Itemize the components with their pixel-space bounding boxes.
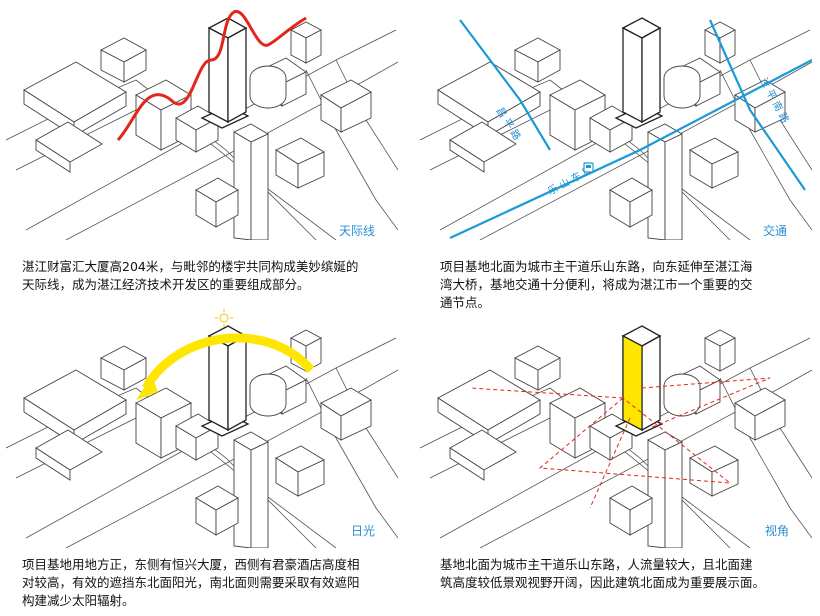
skyline-caption: 湛江财富汇大厦高204米，与毗邻的楼宇共同构成美妙缤娫的 天际线，成为湛江经济技… [22, 259, 359, 292]
sunlight-panel: 日光 [6, 308, 398, 548]
sun-path-arrow [136, 376, 158, 400]
view-diagram [420, 325, 812, 548]
transport-caption: 项目基地北面为城市主干道乐山东路，向东延伸至湛江海 湾大桥，基地交通十分便利，将… [440, 259, 753, 310]
panel-label: 天际线 [339, 224, 376, 238]
sunlight-diagram [6, 309, 398, 548]
transport-panel: 乐 山 东 路 昌 平 路 汝 平 南 路 交通 [420, 0, 812, 240]
road-runping-south [708, 19, 806, 191]
road-leshan-east [449, 59, 812, 239]
sun-path-arc [142, 333, 315, 391]
bus-stop-icon [583, 162, 594, 173]
sun-icon [215, 309, 233, 327]
skyline-curve [116, 10, 307, 142]
road-changping [459, 19, 551, 151]
view-cone [469, 377, 771, 509]
road-lines [449, 19, 812, 239]
view-panel: 视角 [420, 308, 812, 548]
panel-label: 日光 [351, 524, 376, 538]
panel-label: 视角 [765, 524, 790, 538]
panel-label: 交通 [763, 224, 788, 238]
transport-diagram: 乐 山 东 路 昌 平 路 汝 平 南 路 [420, 17, 812, 240]
highlighted-tower-face [622, 335, 643, 431]
view-caption: 基地北面为城市主干道乐山东路，人流量较大，且北面建 筑高度较低景观视野开阔，因此… [440, 557, 766, 590]
skyline-diagram [6, 10, 398, 240]
sunlight-caption: 项目基地用地方正，东侧有恒兴大厦，西侧有君豪酒店高度相 对较高，有效的遮挡东北面… [22, 557, 360, 608]
skyline-panel: 天际线 [6, 0, 398, 240]
